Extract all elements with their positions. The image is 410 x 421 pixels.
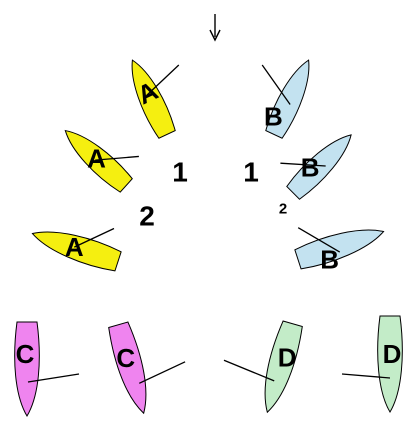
boom [146,64,180,96]
boat-hull [265,59,310,139]
boat-hull [108,321,147,415]
boat-hull [377,315,403,413]
position-number-b-2: 2 [279,201,287,218]
wind-arrow-icon [209,14,221,42]
boat-d-right: D [341,315,403,413]
boat-label: D [278,343,297,373]
boom [280,162,326,167]
boom [138,361,186,384]
boom [95,155,139,161]
boom [341,373,391,379]
boat-hull [294,229,385,270]
boom [297,227,341,253]
boat-d-left: D [223,320,303,414]
boat-label: B [264,102,283,132]
boat-hull [264,320,303,414]
boat-hull [131,59,176,139]
position-number-b-1: 1 [243,157,259,188]
boat-b-position-1: B [261,59,310,139]
boom [223,359,275,382]
boat-b-position-2: B [280,134,352,200]
boat-label: A [87,144,106,174]
boat-label: A [65,232,84,262]
boat-c-left: C [14,321,80,417]
boat-label: D [383,339,402,369]
position-number-a-1: 1 [172,157,188,188]
position-number-a-2: 2 [139,201,155,232]
boat-hull [14,321,40,417]
boat-label: B [320,245,339,275]
boat-a-position-3: A [31,227,122,272]
boom [261,64,291,105]
boat-b-position-3: B [294,227,385,275]
boat-label: B [301,152,320,182]
boom [27,373,80,383]
boom [74,227,115,248]
boat-c-right: C [108,321,186,415]
boat-hull [64,129,133,193]
boat-hull [31,231,122,272]
boat-label: C [116,343,135,373]
boat-a-position-1: A [131,59,180,139]
boat-label: C [16,339,35,369]
boat-a-position-2: A [64,129,139,193]
boat-hull [286,134,352,200]
